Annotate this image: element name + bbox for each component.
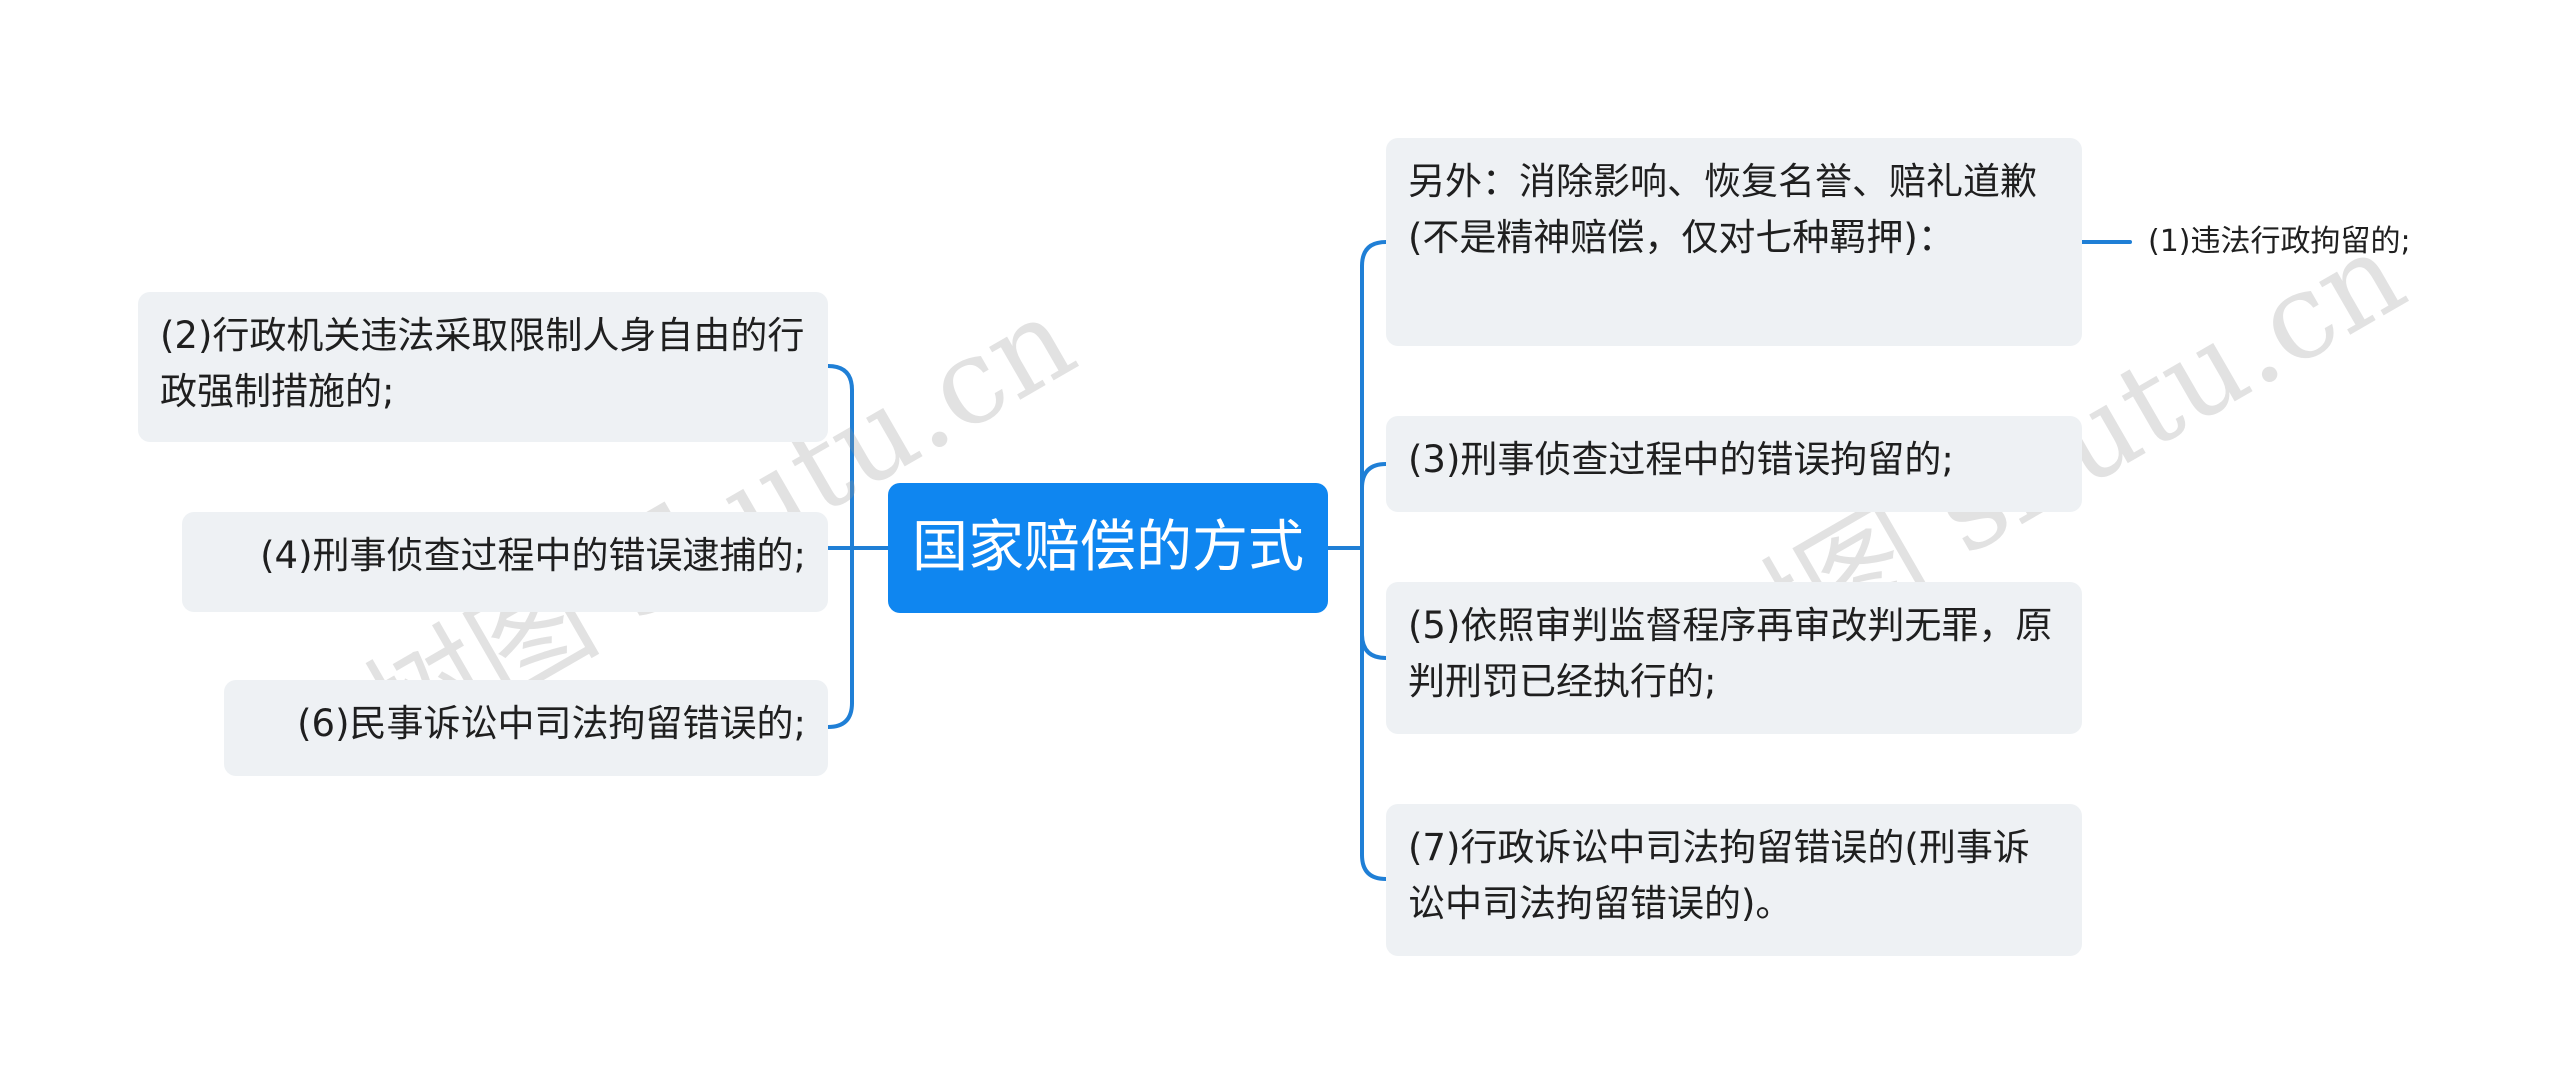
left-node-2[interactable]: (2)行政机关违法采取限制人身自由的行政强制措施的; [138, 292, 828, 442]
right-node-3[interactable]: (3)刑事侦查过程中的错误拘留的; [1386, 416, 2082, 512]
right-node-7[interactable]: (7)行政诉讼中司法拘留错误的(刑事诉讼中司法拘留错误的)。 [1386, 804, 2082, 956]
left-node-4[interactable]: (4)刑事侦查过程中的错误逮捕的; [182, 512, 828, 612]
right-node-5[interactable]: (5)依照审判监督程序再审改判无罪，原判刑罚已经执行的; [1386, 582, 2082, 734]
connector-left-3 [826, 701, 854, 729]
connector-right-4 [1360, 853, 1388, 881]
connector-right-1 [1360, 240, 1388, 268]
connector-left-1 [826, 364, 854, 392]
sub-leaf-1[interactable]: (1)违法行政拘留的; [2148, 224, 2411, 259]
right-node-extra[interactable]: 另外：消除影响、恢复名誉、赔礼道歉(不是精神赔偿，仅对七种羁押)： [1386, 138, 2082, 346]
connector-right-2 [1360, 462, 1388, 490]
connector-right-3 [1360, 632, 1388, 660]
root-node[interactable]: 国家赔偿的方式 [888, 483, 1328, 613]
left-node-6[interactable]: (6)民事诉讼中司法拘留错误的; [224, 680, 828, 776]
